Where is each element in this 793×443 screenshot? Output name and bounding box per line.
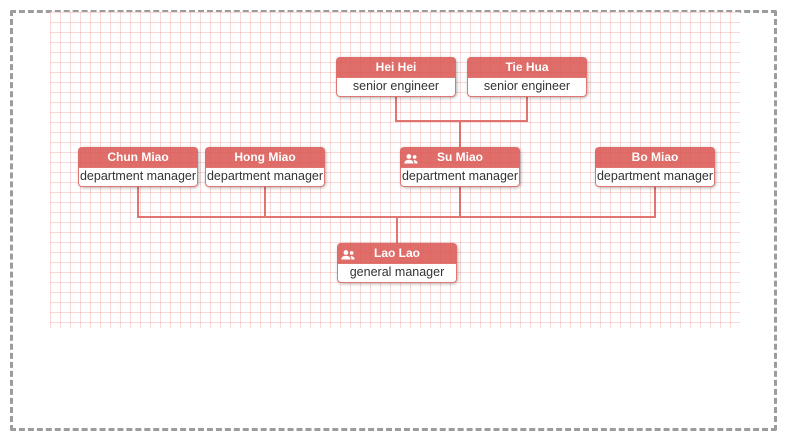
node-title-bar: Chun Miao <box>78 147 198 167</box>
node-content: department manager <box>595 167 715 187</box>
orgchart-canvas: Hei Hei senior engineer Tie Hua senior engi… <box>50 12 740 328</box>
node-content: senior engineer <box>467 77 587 97</box>
node-name: Chun Miao <box>107 150 169 164</box>
connector-line <box>396 218 398 243</box>
node-content: senior engineer <box>336 77 456 97</box>
node-content: department manager <box>205 167 325 187</box>
node-title-bar: Lao Lao <box>337 243 457 263</box>
node-name: Bo Miao <box>631 150 679 164</box>
node-title-bar: Hong Miao <box>205 147 325 167</box>
org-node-bo-miao[interactable]: Bo Miao department manager <box>595 147 715 187</box>
node-name: Su Miao <box>436 150 483 164</box>
connector-line <box>395 120 528 122</box>
connector-line <box>137 187 139 216</box>
node-content: general manager <box>337 263 457 283</box>
node-title-bar: Tie Hua <box>467 57 587 77</box>
connector-line <box>526 97 528 120</box>
org-node-tie-hua[interactable]: Tie Hua senior engineer <box>467 57 587 97</box>
org-node-hong-miao[interactable]: Hong Miao department manager <box>205 147 325 187</box>
org-node-chun-miao[interactable]: Chun Miao department manager <box>78 147 198 187</box>
users-icon <box>404 151 418 164</box>
connector-line <box>264 187 266 216</box>
node-title-bar: Hei Hei <box>336 57 456 77</box>
connector-line <box>137 216 656 218</box>
node-title-bar: Su Miao <box>400 147 520 167</box>
dashed-frame <box>10 10 777 431</box>
node-title-bar: Bo Miao <box>595 147 715 167</box>
org-node-su-miao[interactable]: Su Miao department manager <box>400 147 520 187</box>
node-name: Tie Hua <box>505 60 549 74</box>
node-name: Lao Lao <box>373 246 420 260</box>
org-node-hei-hei[interactable]: Hei Hei senior engineer <box>336 57 456 97</box>
node-content: department manager <box>400 167 520 187</box>
connector-line <box>395 97 397 120</box>
node-name: Hong Miao <box>234 150 296 164</box>
users-icon <box>341 247 355 260</box>
connector-line <box>654 187 656 216</box>
node-name: Hei Hei <box>375 60 417 74</box>
org-node-lao-lao[interactable]: Lao Lao general manager <box>337 243 457 283</box>
node-content: department manager <box>78 167 198 187</box>
connector-line <box>459 122 461 147</box>
connector-line <box>459 187 461 216</box>
